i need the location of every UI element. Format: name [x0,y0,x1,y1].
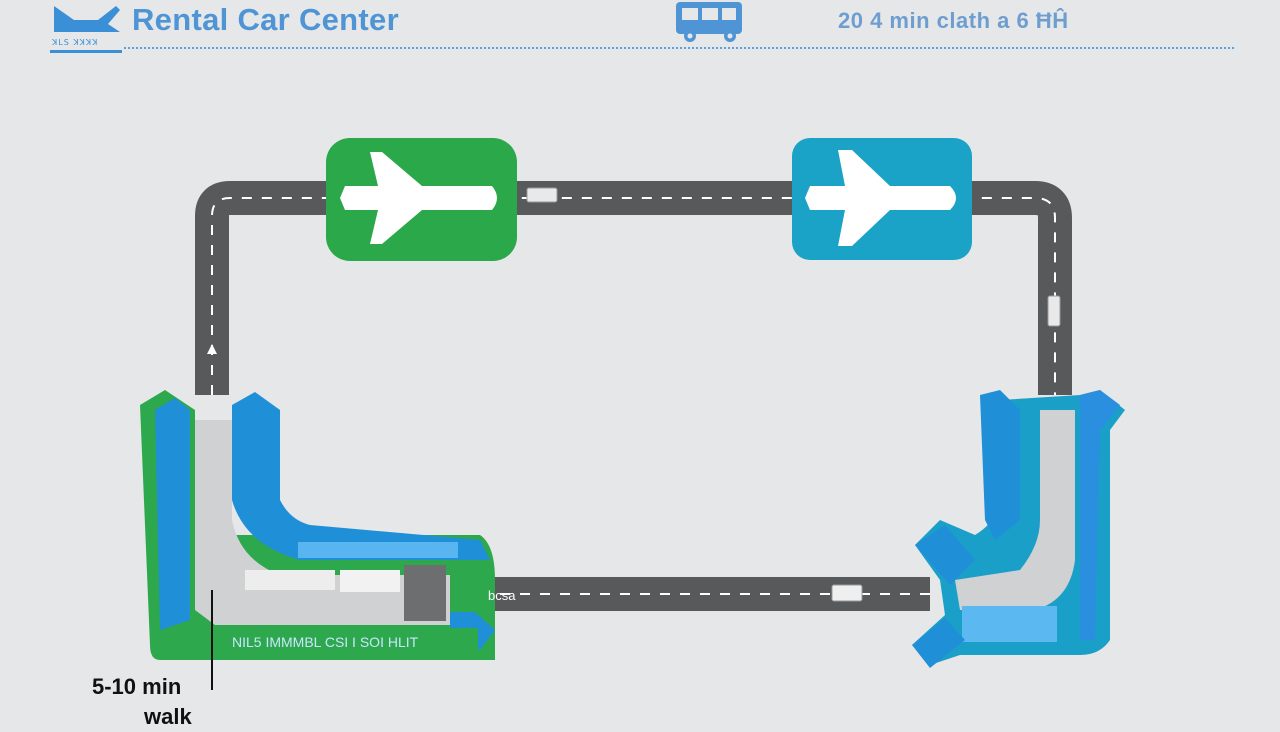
shuttle-bus-icon [676,2,742,42]
logo-underline [50,50,122,53]
walk-time-value: 5-10 min [92,674,182,699]
airplane-icon [805,150,956,246]
building-sign-text: NIL5 IMMMBL CSI I SOI HLIT [232,634,419,650]
road-label: bcsa [488,588,516,603]
rental-center-building-left [140,390,495,660]
header: ꓘꓡꓢ ꓘꓘꓘꓘ Rental Car Center 20 4 min clat… [0,0,1280,60]
shuttle-vehicle [831,584,863,602]
walk-time-label: 5-10 min walk [92,672,222,732]
shuttle-vehicle [526,187,558,203]
walk-time-unit: walk [144,704,192,729]
terminal-b [792,138,972,260]
airplane-icon [340,152,497,244]
rental-center-building-right [912,390,1125,668]
airplane-logo-icon [54,6,120,32]
shuttle-vehicle [1047,295,1061,327]
logo-caption: ꓘꓡꓢ ꓘꓘꓘꓘ [52,38,99,47]
terminal-a [326,138,517,261]
dotted-divider [124,47,1234,49]
page-title: Rental Car Center [132,2,399,37]
info-text: 20 4 min clath a 6 ĦĤ [838,8,1069,33]
direction-arrow-icon [207,344,217,354]
